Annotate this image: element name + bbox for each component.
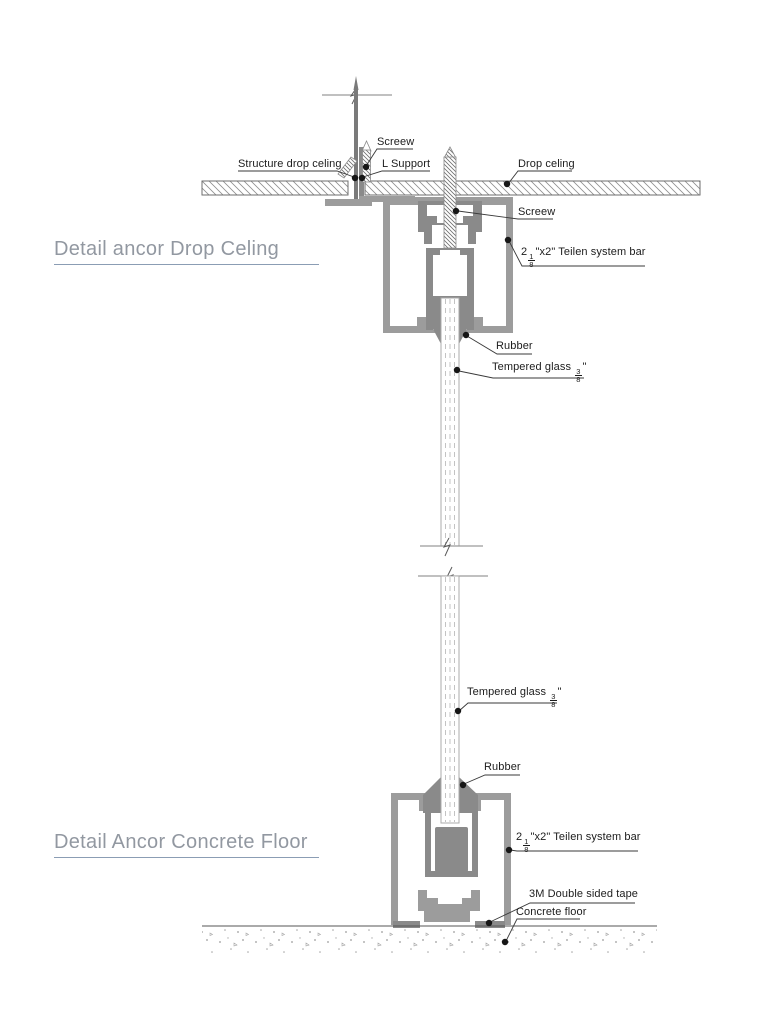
ceiling-detail-drawing (201, 76, 701, 547)
system-bar-prefix: 2 (521, 246, 528, 258)
profile-step-left (417, 317, 430, 327)
label-structure-drop-ceiling: Structure drop celing (238, 158, 342, 170)
concrete-fill (202, 927, 657, 954)
label-rubber-bottom: Rubber (484, 761, 521, 773)
glass-suffix: " (582, 361, 587, 373)
profile-pedestal (418, 890, 480, 922)
label-double-sided-tape: 3M Double sided tape (529, 888, 639, 900)
tape-pad-left (393, 921, 420, 928)
hanger-rod (354, 88, 358, 202)
title-floor-detail: Detail Ancor Concrete Floor (54, 831, 308, 853)
system-bar-screw (443, 146, 457, 249)
leader-lines (238, 148, 645, 946)
label-rubber-top: Rubber (496, 340, 533, 352)
label-screw-hanger: Screew (377, 136, 415, 148)
title-ceiling-detail: Detail ancor Drop Celing (54, 238, 280, 260)
glass-suffix-b: " (557, 686, 562, 698)
system-bar-prefix-b: 2 (516, 831, 523, 843)
system-bar-suffix-b: "x2" Teilen system bar (530, 831, 641, 843)
glass-prefix: Tempered glass (492, 361, 572, 373)
hanger-rod-tip (353, 76, 359, 90)
drop-ceiling-left (201, 180, 349, 196)
glass-panel-upper (440, 297, 460, 547)
label-screw-system-bar: Screew (518, 206, 556, 218)
title-ceiling-underline (54, 264, 319, 265)
label-concrete-floor: Concrete floor (516, 906, 587, 918)
system-bar-suffix: "x2" Teilen system bar (535, 246, 646, 258)
profile-step-right (470, 317, 483, 327)
title-floor-underline (54, 857, 319, 858)
glass-prefix-b: Tempered glass (467, 686, 547, 698)
glass-panel-lower (440, 575, 460, 824)
label-drop-ceiling: Drop celing (518, 158, 575, 170)
hanger-screw-tip (361, 140, 372, 152)
label-l-support: L Support (382, 158, 431, 170)
t-bracket-foot (325, 199, 372, 206)
drop-ceiling-right (364, 180, 701, 196)
